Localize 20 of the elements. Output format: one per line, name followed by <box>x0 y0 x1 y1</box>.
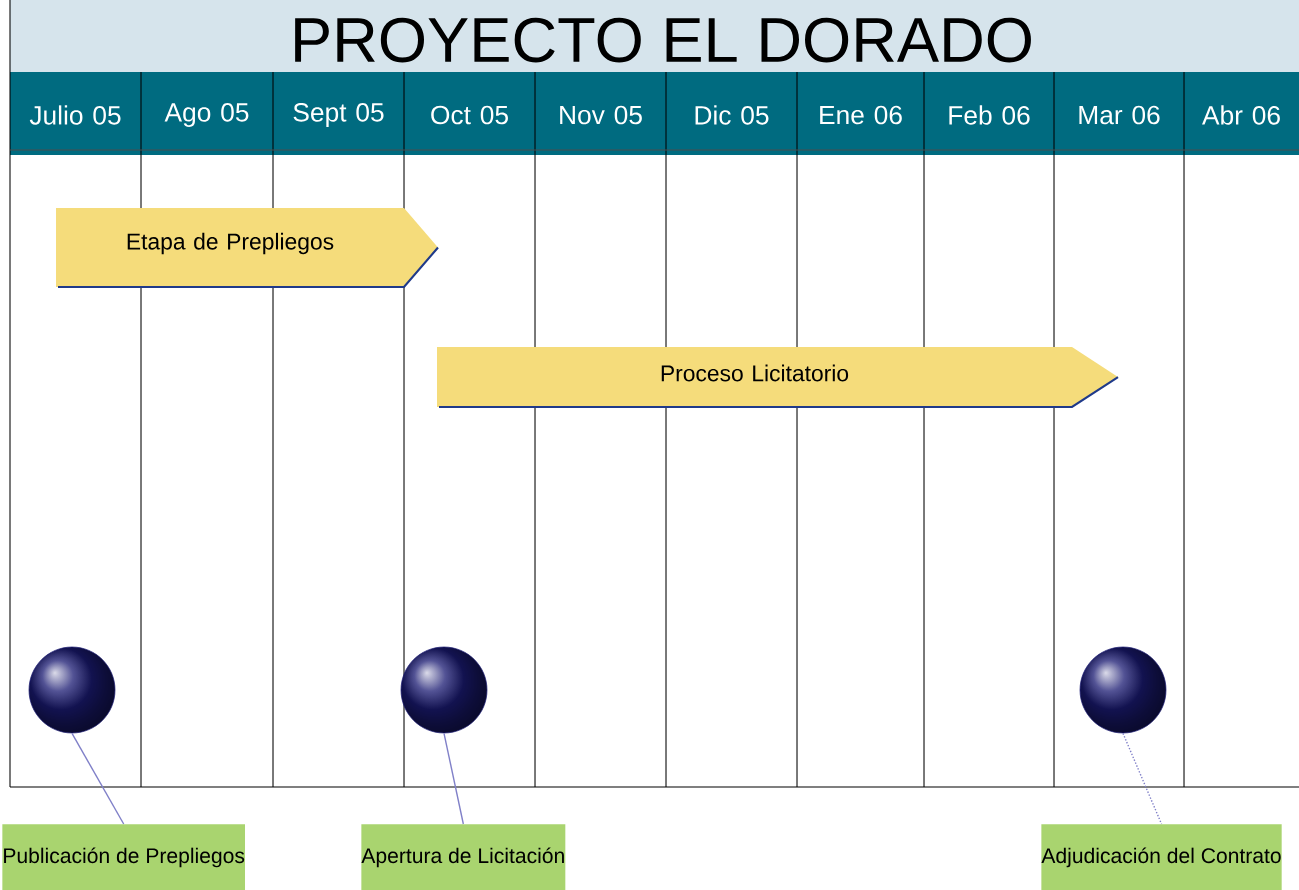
month-label: Mar 06 <box>1079 105 1160 125</box>
milestone-circle <box>1079 646 1167 734</box>
connector-line <box>71 732 125 825</box>
month-label: Ago 05 <box>164 103 249 127</box>
month-label: Oct 05 <box>431 105 508 125</box>
month-label: Feb 06 <box>949 105 1030 125</box>
month-label: Sept 05 <box>293 103 384 127</box>
month-label: Nov 05 <box>560 105 642 125</box>
title: PROYECTO EL DORADO <box>295 17 1031 63</box>
month-label: Abr 06 <box>1202 105 1280 125</box>
milestone-label-box: Apertura de Licitación <box>361 824 566 890</box>
connector-line <box>443 732 465 825</box>
milestone-circle <box>400 646 488 734</box>
month-label: Dic 05 <box>695 105 769 125</box>
milestone-circle <box>28 646 116 734</box>
month-label: Julio 05 <box>29 105 121 125</box>
milestone-label-box: Publicación de Prepliegos <box>2 824 245 890</box>
milestone-label-box: Adjudicación del Contrato <box>1041 824 1282 890</box>
connector-line <box>1122 732 1163 825</box>
month-label: Ene 06 <box>820 105 902 125</box>
